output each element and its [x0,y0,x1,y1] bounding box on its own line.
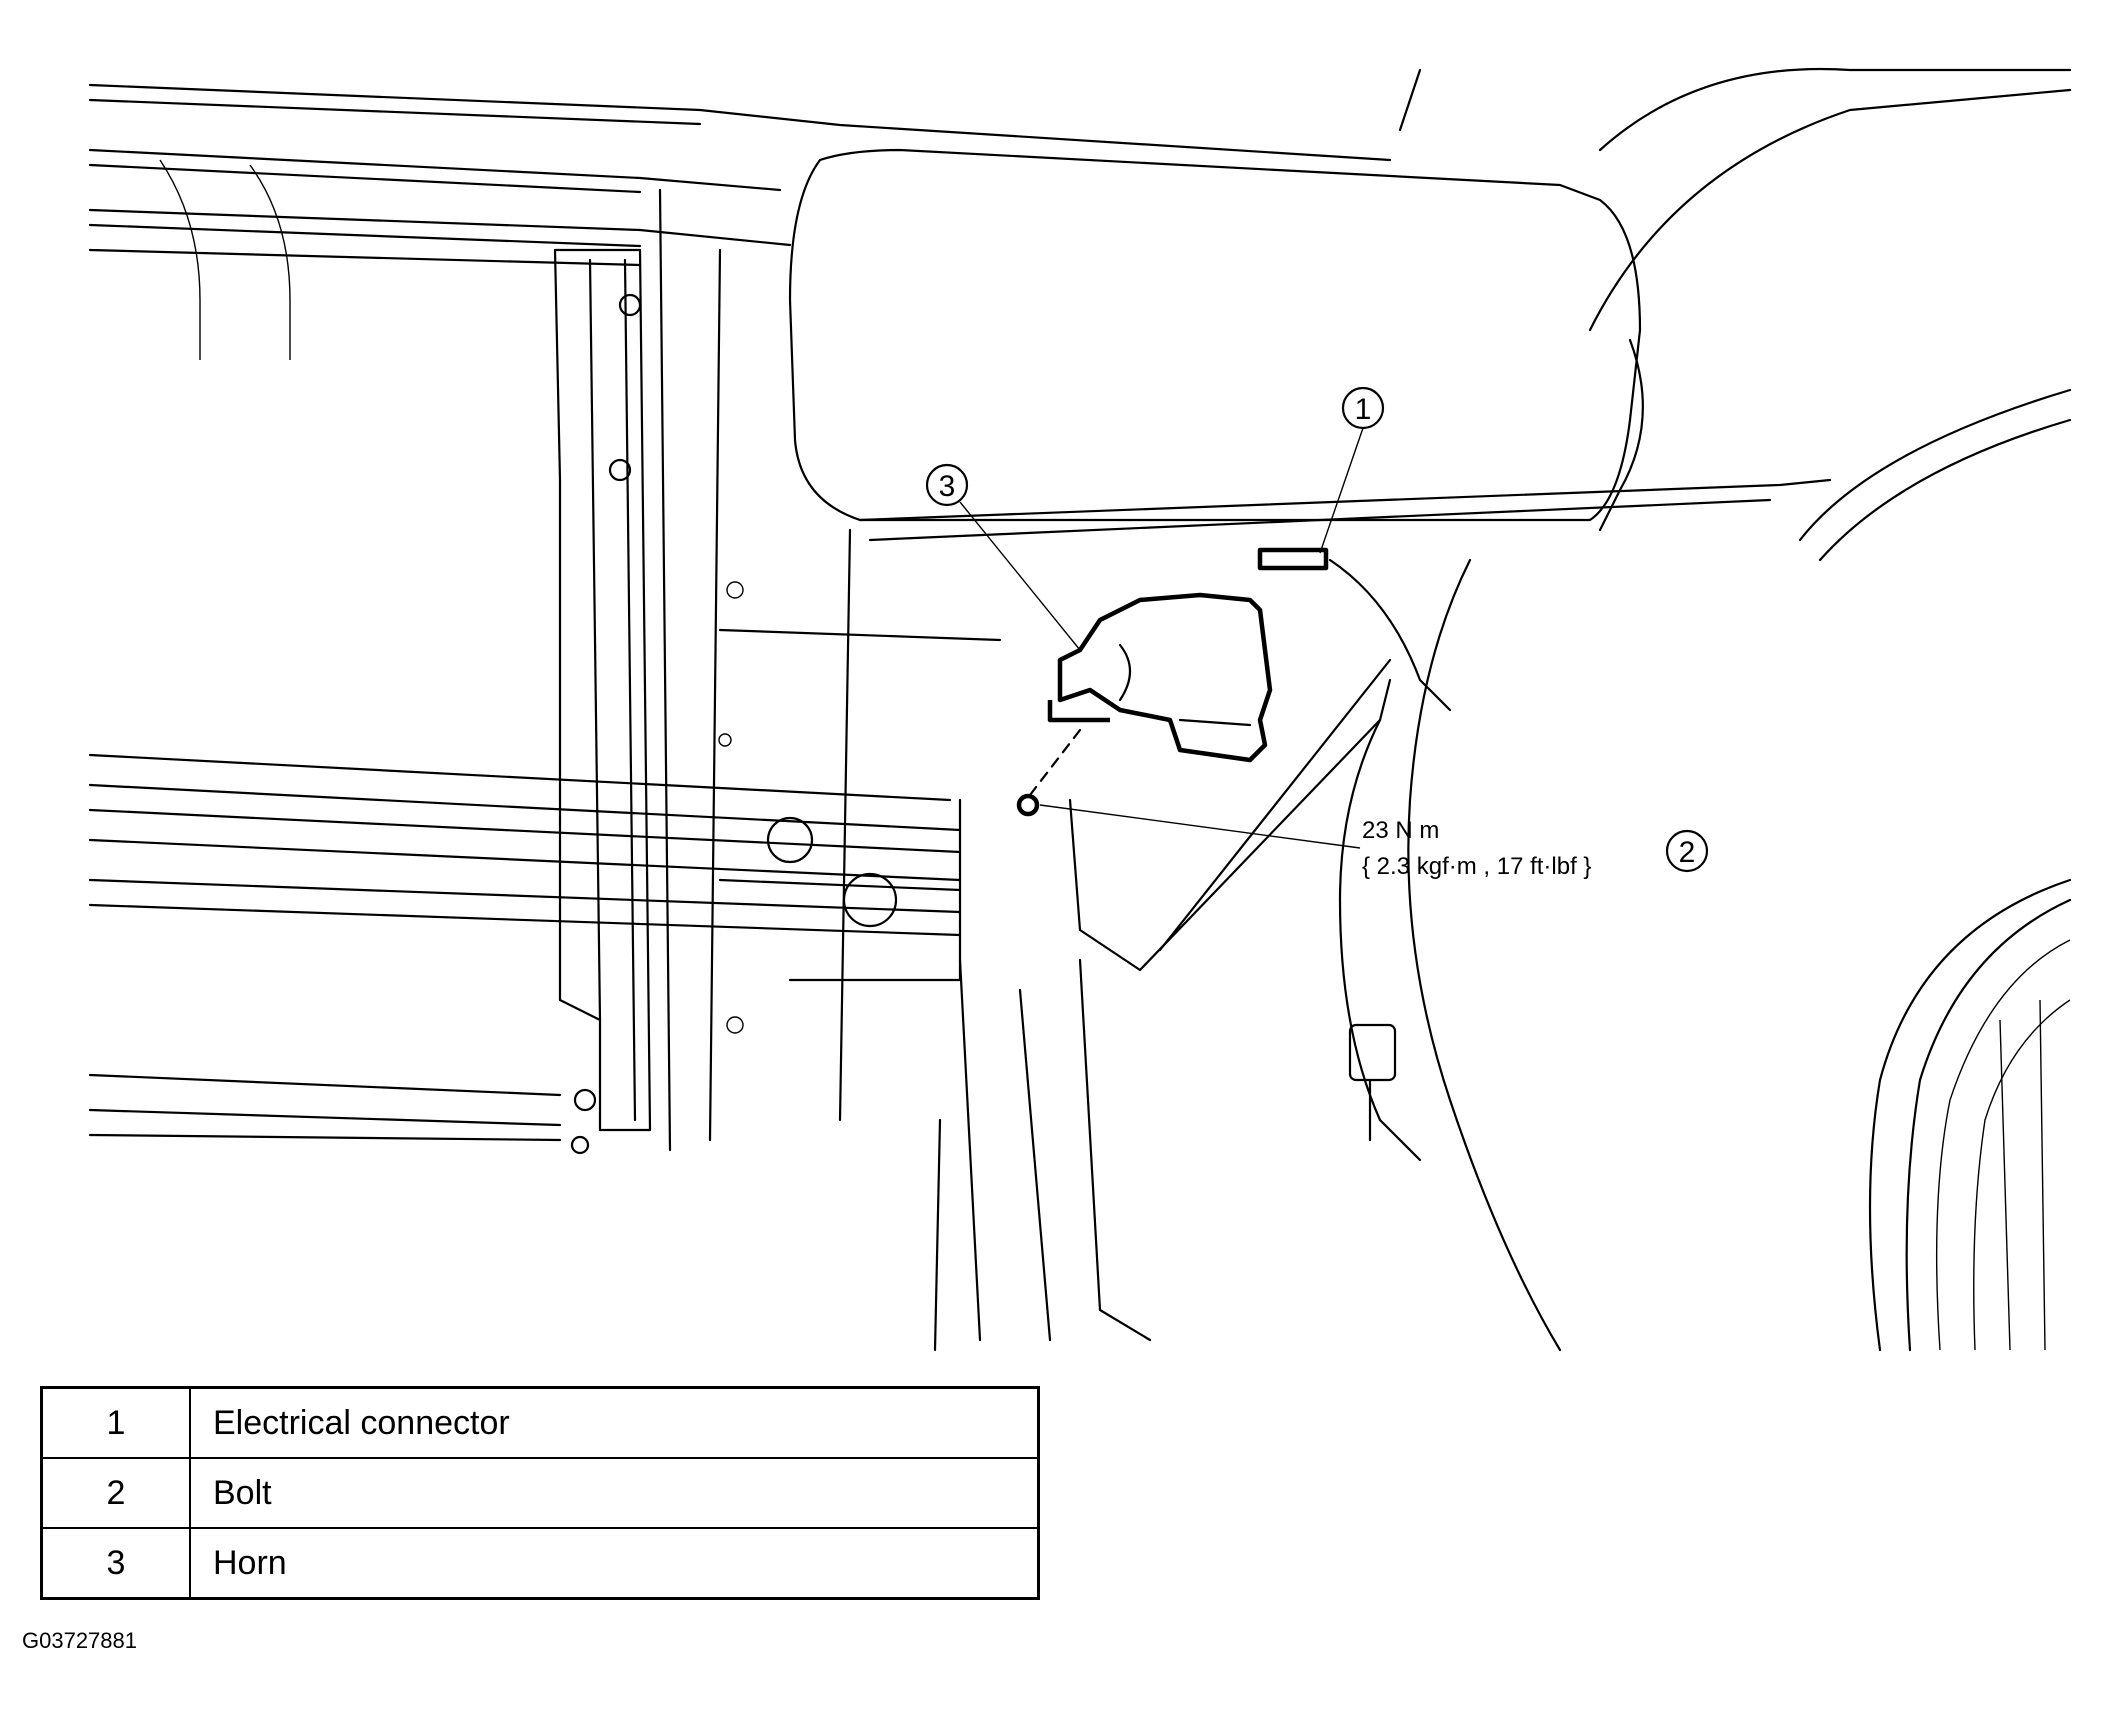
torque-value: 23 N m [1362,817,1439,844]
legend-description: Horn [189,1527,1040,1600]
bolt [1016,728,1082,817]
table-row: 2 Bolt [40,1457,1040,1529]
center-support-panel [708,248,1002,1142]
front-wheel [1935,939,2071,1351]
svg-text:2: 2 [1679,836,1696,869]
callout-3: 3 [925,463,1081,651]
parts-legend-table: 1 Electrical connector 2 Bolt 3 Horn [40,1386,1040,1600]
lower-cross-member [88,753,962,1142]
svg-text:1: 1 [1355,393,1372,426]
electrical-connector [1257,547,1452,712]
callout-2: 23 N m { 2.3 kgf·m , 17 ft·lbf } 2 [1039,804,1709,880]
front-fender [1588,67,2072,1352]
svg-text:3: 3 [939,470,956,503]
legend-number: 1 [40,1386,191,1459]
upper-radiator-support [88,83,1392,360]
legend-number: 2 [40,1457,191,1529]
torque-conversion: { 2.3 kgf·m , 17 ft·lbf } [1362,853,1591,880]
radiator-side-bracket [553,188,672,1155]
table-row: 1 Electrical connector [40,1386,1040,1459]
fender-apron [933,558,1562,1352]
horn [1047,592,1273,763]
legend-description: Bolt [189,1457,1040,1529]
legend-description: Electrical connector [189,1386,1040,1459]
figure-id: G03727881 [22,1628,137,1653]
table-row: 3 Horn [40,1527,1040,1600]
legend-number: 3 [40,1527,191,1600]
headlamp-assembly [788,68,1832,542]
hose [1348,1023,1397,1142]
callout-1: 1 [1319,386,1385,554]
